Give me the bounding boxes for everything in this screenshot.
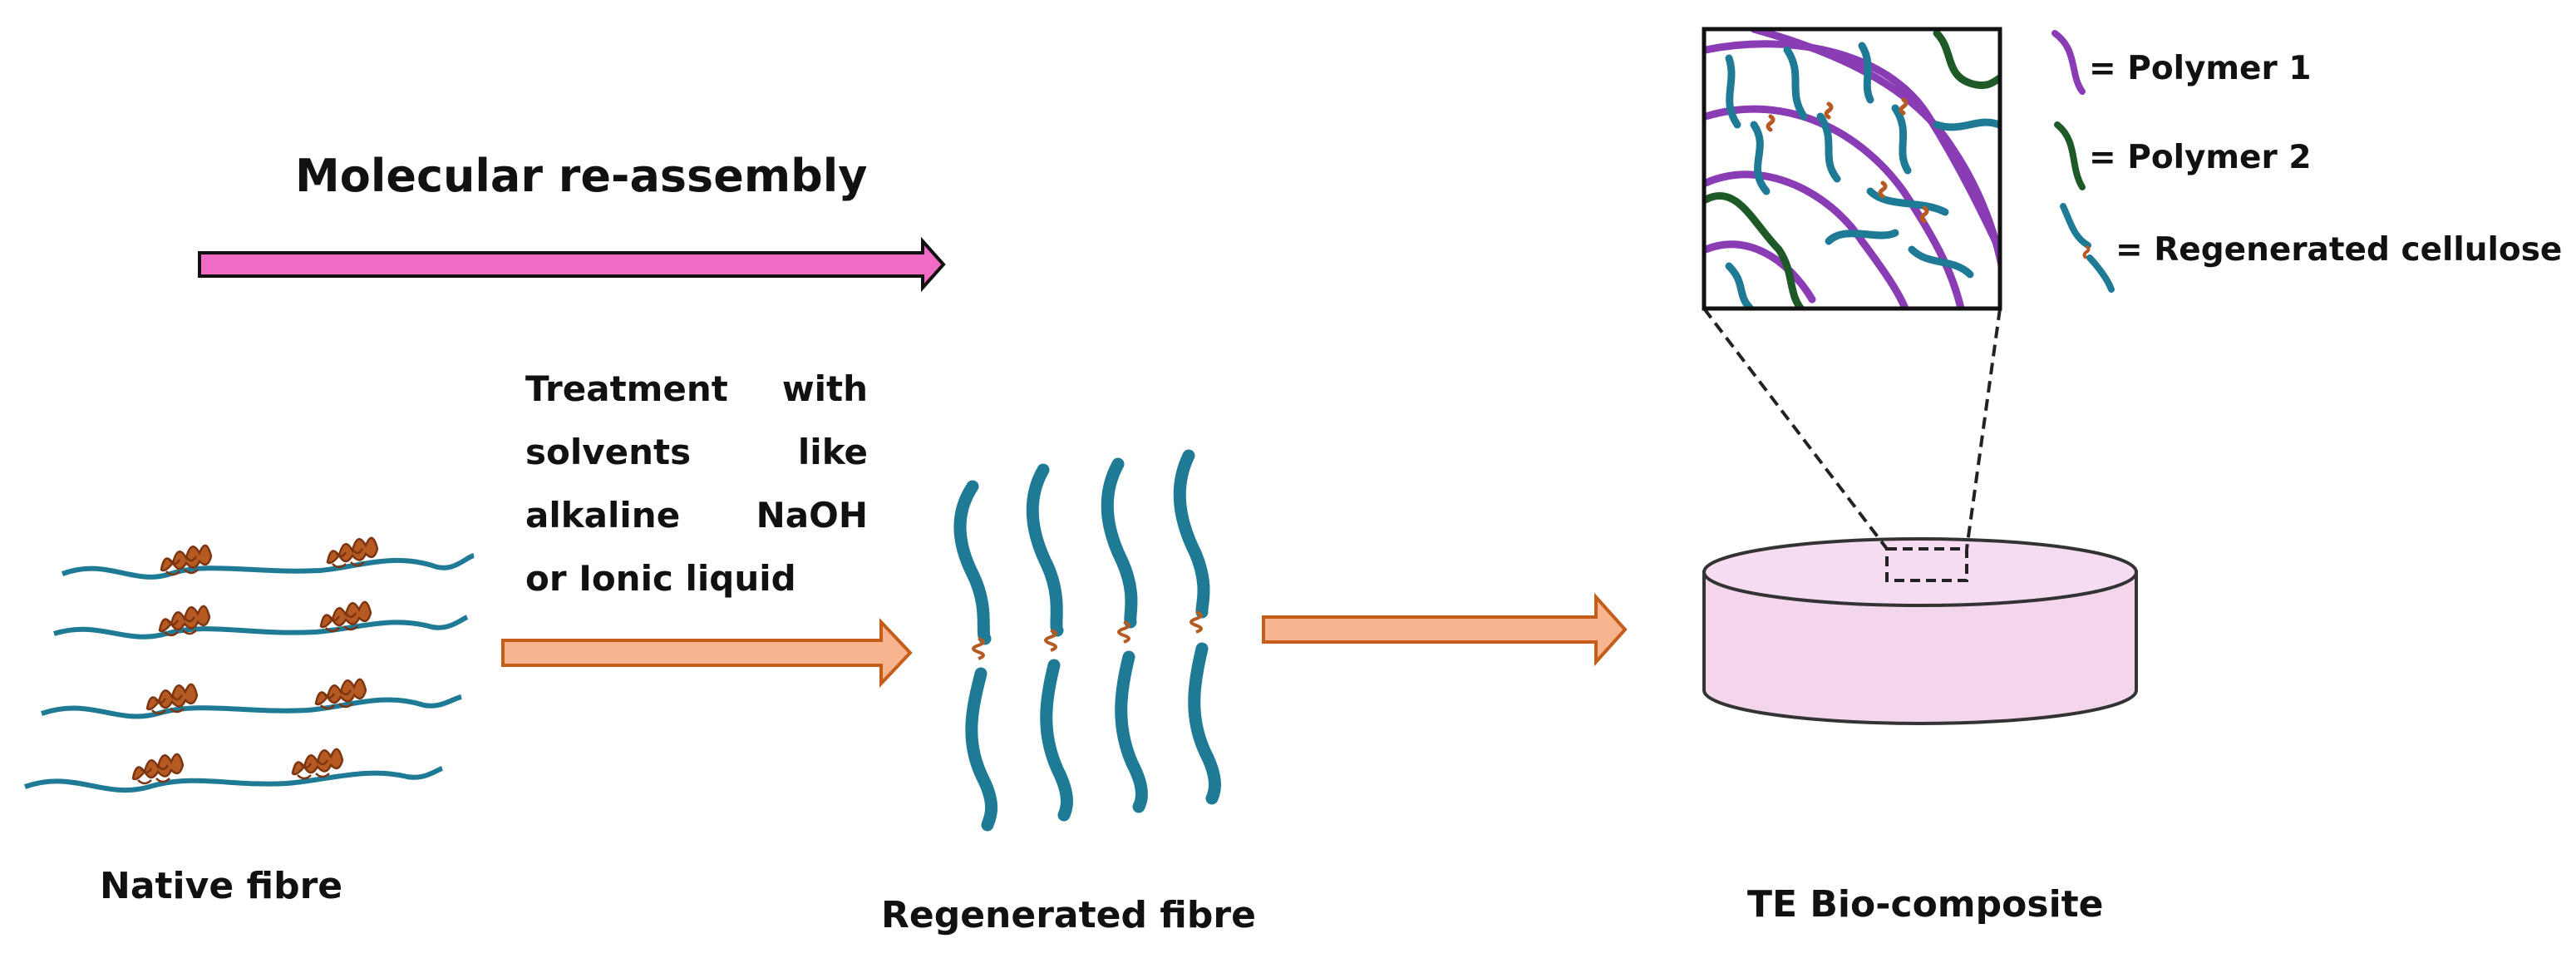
legend-polymer1-swatch	[2051, 30, 2086, 95]
regenerated-strand	[1026, 463, 1064, 637]
bio-composite-disc	[1702, 537, 2138, 725]
regenerated-strand	[1115, 650, 1148, 813]
regenerated-fibre-label: Regenerated fibre	[881, 894, 1256, 936]
regenerated-strand	[1173, 449, 1210, 619]
native-chain-4	[24, 766, 444, 793]
legend-polymer2-swatch	[2054, 121, 2086, 190]
legend-cellulose-swatch	[2060, 203, 2115, 293]
regenerated-strand	[1040, 659, 1073, 822]
treatment-arrow	[501, 617, 913, 689]
native-chain-1	[61, 553, 475, 580]
legend-polymer2-label: = Polymer 2	[2089, 139, 2312, 176]
treatment-line-4: or Ionic liquid	[525, 558, 796, 599]
native-chain-2	[53, 615, 469, 640]
regenerated-strand	[953, 480, 992, 645]
regenerated-knot	[972, 637, 985, 660]
diagram-title: Molecular re-assembly	[295, 150, 868, 202]
regenerated-fibres	[953, 449, 1221, 832]
treatment-line-3: alkaline NaOH	[525, 495, 868, 536]
molecular-reassembly-arrow	[198, 236, 946, 293]
native-knot	[131, 753, 185, 785]
zoom-region	[1885, 547, 1968, 582]
polymer-network-inset	[1702, 27, 2002, 311]
treatment-line-1: Treatment with	[525, 368, 868, 409]
native-fibre-chains	[24, 536, 475, 793]
regenerated-knot	[1189, 610, 1203, 634]
native-knot	[291, 748, 344, 780]
zoom-lines	[1702, 307, 2002, 551]
bio-composite-label: TE Bio-composite	[1747, 883, 2104, 926]
native-fibre-label: Native fibre	[100, 865, 343, 907]
legend-polymer1-label: = Polymer 1	[2089, 50, 2312, 87]
treatment-line-2: solvents like	[525, 432, 868, 472]
regenerated-strand	[965, 667, 998, 832]
native-chain-3	[41, 694, 462, 719]
legend-cellulose-label: = Regenerated cellulose	[2115, 231, 2563, 269]
regenerated-strand	[1101, 457, 1138, 629]
composite-arrow	[1262, 592, 1628, 667]
regenerated-knot	[1044, 629, 1057, 652]
regenerated-strand	[1188, 642, 1221, 805]
regenerated-knot	[1117, 620, 1130, 644]
